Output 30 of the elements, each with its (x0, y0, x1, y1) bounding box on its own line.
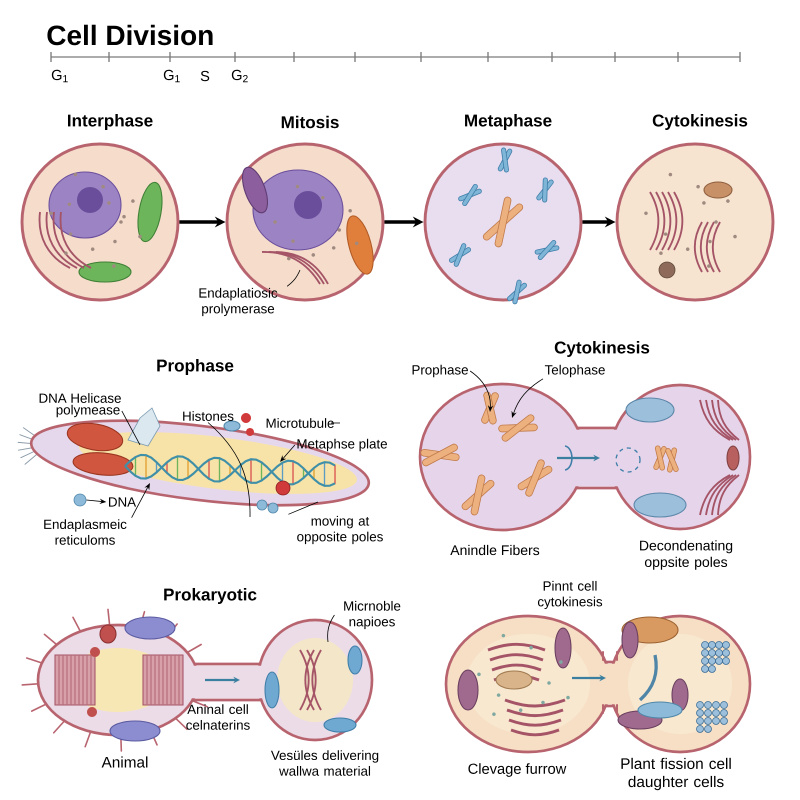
leader-line (286, 270, 300, 287)
caption-text: Clevage furrow (468, 763, 566, 777)
leader-line (327, 614, 335, 642)
phase-label: G$_{2}$ (232, 70, 248, 82)
phase-label: G$_{1}$ (164, 70, 180, 82)
callout-label: moving at opposite poles (297, 516, 383, 544)
stage-heading: Cytokinesis (554, 341, 650, 357)
stage-heading: Prokaryotic (164, 588, 256, 604)
callout-label: polymease (56, 404, 120, 418)
caption-text: Aninal cell celnaterins (186, 704, 250, 730)
phase-label: G$_{1}$ (52, 70, 68, 82)
caption-text: Vesüles delivering wallwa material (270, 750, 378, 776)
callout-label: Histones (183, 411, 234, 421)
phase-label: S (200, 70, 210, 82)
callout-label: Micrnoble napioes (344, 600, 400, 630)
stage-heading: Cytokinesis (652, 114, 748, 130)
stage-heading: Interphase (68, 114, 153, 130)
callout-label: DNA Helicase (40, 393, 121, 403)
caption-text: Decondenating oppsite poles (640, 540, 732, 570)
stage-heading: Mitosis (282, 116, 339, 128)
caption-text: Anindle Fibers (450, 544, 540, 556)
caption-text: Animal (102, 756, 148, 768)
caption-text: Pinnt cell cytokinesis (538, 580, 602, 610)
stage-heading: Prophase (157, 359, 234, 375)
callout-label: Endaplasmeic reticuloms (44, 519, 126, 545)
stage-heading: Metaphase (465, 114, 552, 130)
callout-label: Endaplatiosic prolymerase (199, 288, 278, 316)
caption-text: Plant fission cell daughter cells (621, 758, 731, 790)
callout-label: Prophase (412, 364, 468, 378)
title: Cell Division (47, 24, 213, 46)
